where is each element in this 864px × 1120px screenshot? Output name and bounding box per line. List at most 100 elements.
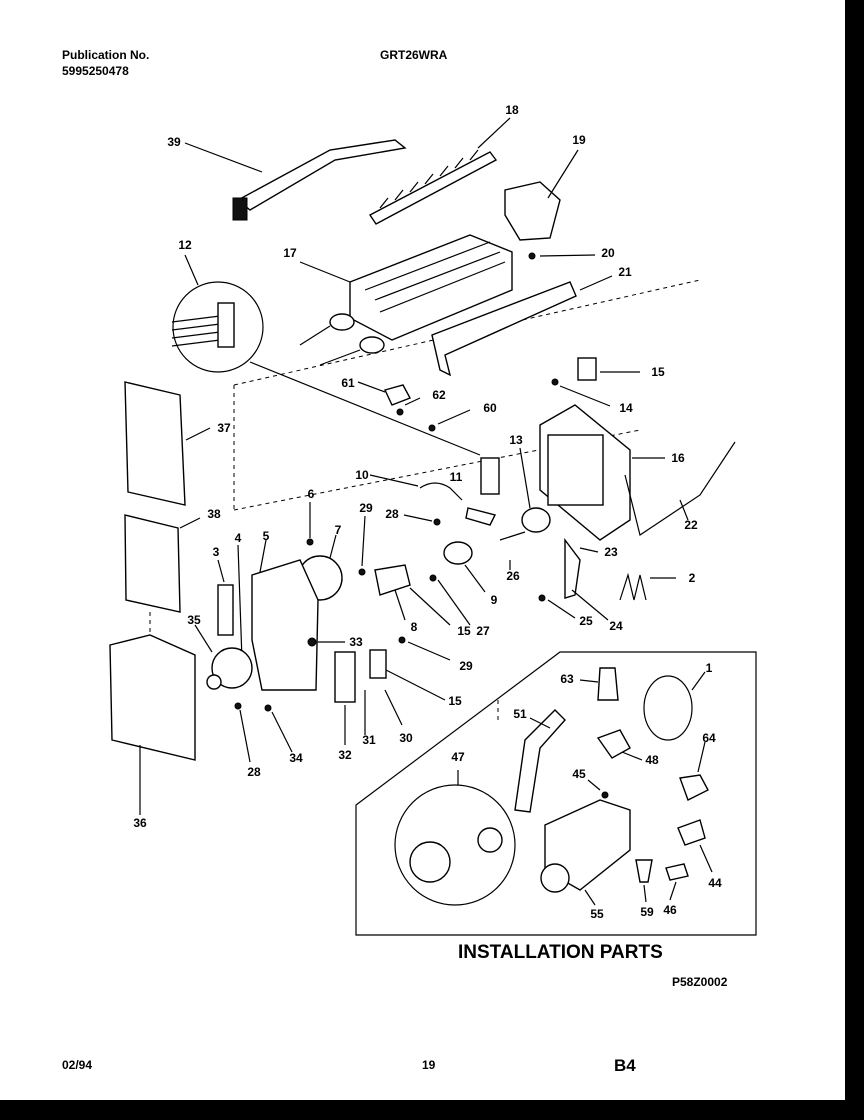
leader-44: [699, 844, 713, 873]
screw-28b: [234, 702, 242, 710]
clamp-64: [679, 774, 709, 801]
ejector-fingers: [379, 149, 479, 209]
leader-15b: [409, 587, 451, 626]
motor-13: [521, 507, 551, 533]
valve-inlet: [540, 863, 570, 893]
callout-19: 19: [572, 133, 586, 147]
screw-29a: [358, 568, 366, 576]
leader-9: [464, 564, 486, 593]
leader-39: [184, 142, 263, 173]
harness-plug: [217, 302, 235, 348]
footer-page: 19: [422, 1058, 436, 1072]
leader-4: [237, 544, 243, 661]
manual-37: [124, 381, 186, 506]
callout-30: 30: [399, 731, 413, 745]
callout-44: 44: [708, 876, 722, 890]
card-38: [124, 514, 181, 613]
leader-61: [357, 381, 386, 393]
leader-55: [584, 889, 596, 906]
screw-20: [528, 252, 536, 260]
leader-22: [679, 499, 689, 521]
installation-parts-title: INSTALLATION PARTS: [458, 942, 663, 963]
label-3: [217, 584, 234, 636]
leader-17: [299, 261, 351, 283]
callout-28b: 28: [247, 765, 261, 779]
exploded-view-diagram: [109, 117, 757, 936]
callout-16: 16: [671, 451, 685, 465]
bracket-63: [597, 667, 619, 701]
gear-35: [211, 647, 253, 689]
fill-tube: [236, 139, 407, 211]
spring-2: [619, 572, 647, 601]
leader-35: [194, 624, 213, 653]
ejector-bar: [368, 151, 498, 225]
screw-60: [428, 424, 436, 432]
callout-18: 18: [505, 103, 519, 117]
leader-12: [184, 254, 199, 286]
heater-end-a: [329, 313, 355, 331]
screw-6: [306, 538, 314, 546]
leader-38: [179, 517, 201, 529]
leader-45: [587, 779, 601, 791]
callout-13: 13: [509, 433, 523, 447]
switch-8: [374, 564, 411, 596]
leader-24: [571, 589, 609, 621]
leader-28a: [403, 514, 433, 522]
switch-15: [577, 357, 597, 381]
leader-34: [271, 711, 293, 753]
leader-18: [477, 117, 511, 149]
callout-12: 12: [178, 238, 192, 252]
heater-end-b: [359, 336, 385, 354]
gear-35-hub: [206, 674, 222, 690]
leader-51: [529, 717, 551, 729]
callout-15c: 15: [448, 694, 462, 708]
callout-64: 64: [702, 731, 716, 745]
callout-36: 36: [133, 816, 147, 830]
callout-51: 51: [513, 707, 527, 721]
tube-51: [514, 709, 566, 813]
callout-46: 46: [663, 903, 677, 917]
screw-14: [551, 378, 559, 386]
callout-26: 26: [506, 569, 520, 583]
valve-washer: [477, 827, 503, 853]
callout-22: 22: [684, 518, 698, 532]
callout-63: 63: [560, 672, 574, 686]
callout-33: 33: [349, 635, 363, 649]
contact-clip: [465, 507, 497, 526]
spring-10: [419, 482, 463, 501]
callout-39: 39: [167, 135, 181, 149]
clip-61: [384, 384, 411, 406]
callout-23: 23: [604, 545, 618, 559]
leader-7: [329, 534, 337, 559]
leader-23: [579, 547, 599, 553]
screw-62: [396, 408, 404, 416]
harness-connector-line: [249, 361, 481, 456]
support-plate-5: [251, 559, 319, 691]
leader-19: [547, 149, 579, 199]
parts-sheet: Publication No. 5995250478 GRT26WRA: [0, 0, 845, 1100]
heater-leads: [299, 325, 361, 366]
callout-10: 10: [355, 468, 369, 482]
fill-tube-end: [232, 197, 248, 221]
leader-25: [547, 599, 576, 619]
callout-48: 48: [645, 753, 659, 767]
leader-20: [539, 254, 596, 257]
leader-15c: [385, 669, 446, 701]
valve-coil: [409, 841, 451, 883]
leader-10: [369, 474, 419, 487]
screw-34: [264, 704, 272, 712]
stripper: [431, 281, 577, 377]
leader-62: [404, 397, 421, 406]
callout-61: 61: [341, 376, 355, 390]
callout-9: 9: [490, 593, 498, 607]
screw-29b: [398, 636, 406, 644]
figure-code: P58Z0002: [672, 975, 728, 989]
callout-55: 55: [590, 907, 604, 921]
callout-27: 27: [476, 624, 490, 638]
leader-1: [691, 671, 706, 691]
callout-37: 37: [217, 421, 231, 435]
harness-wires: [171, 315, 221, 347]
callout-2: 2: [688, 571, 696, 585]
callout-28a: 28: [385, 507, 399, 521]
cover-36: [109, 634, 196, 761]
